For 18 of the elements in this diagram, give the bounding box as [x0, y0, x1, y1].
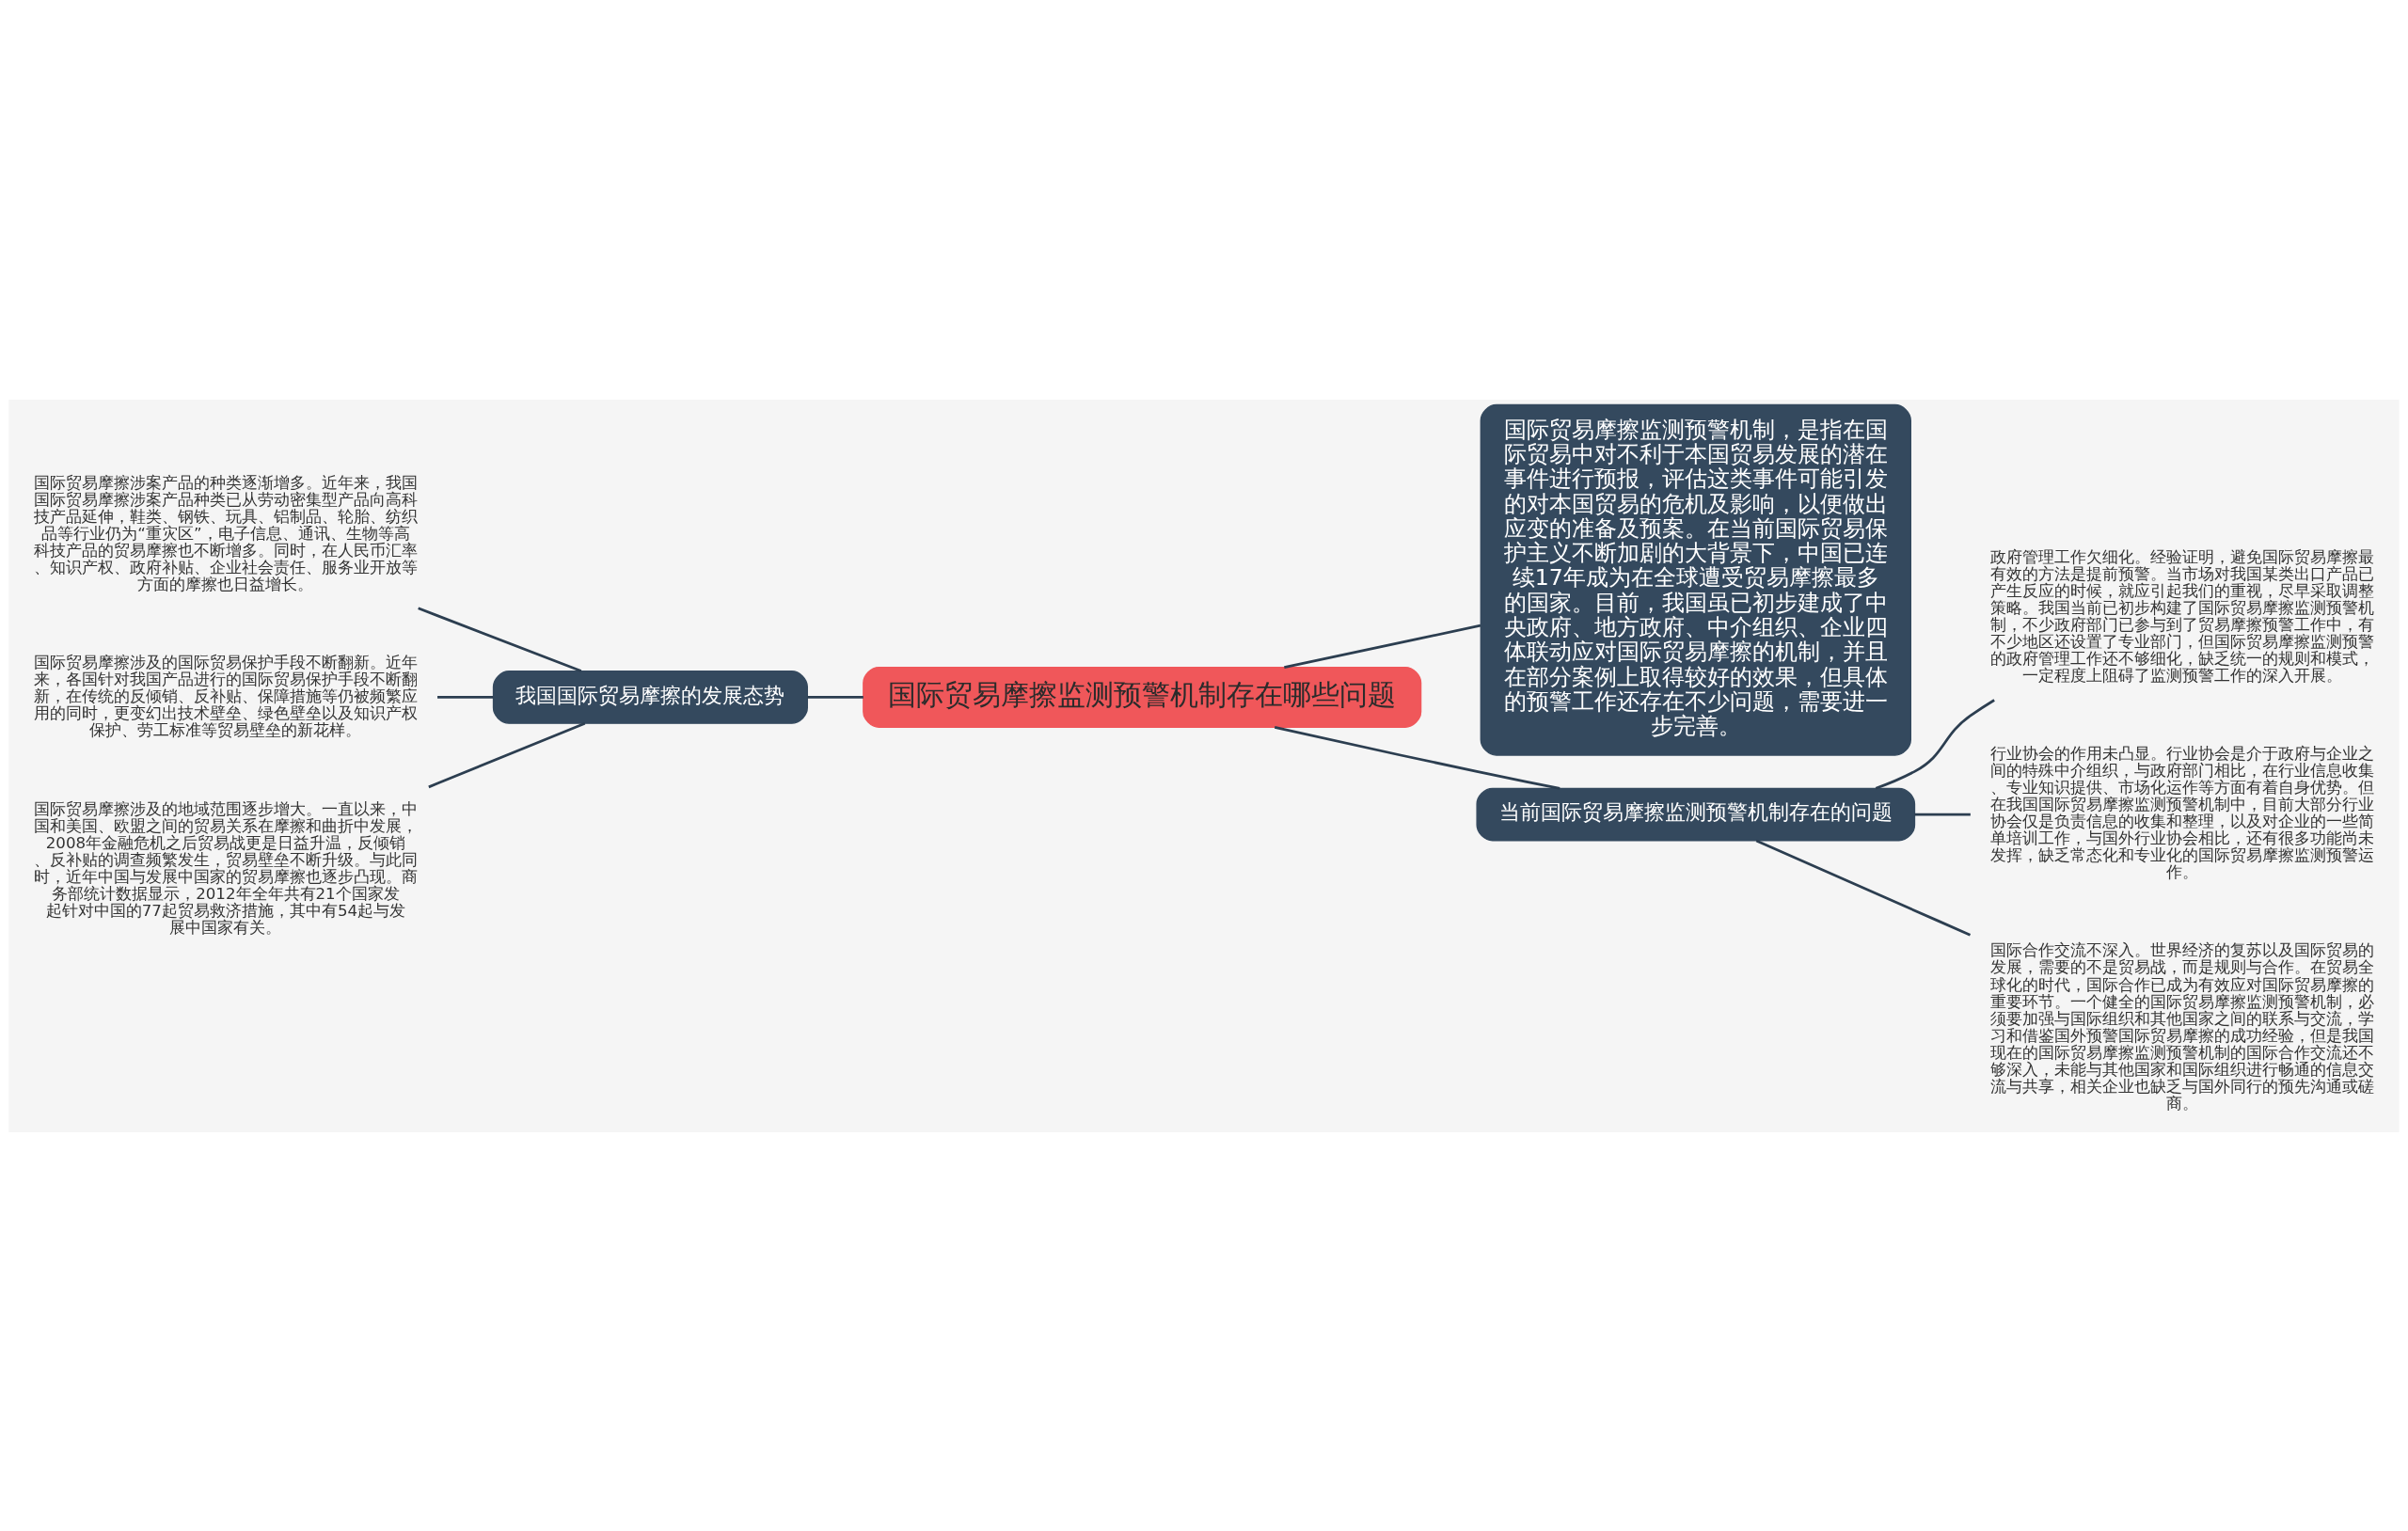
- connector: [1914, 813, 1971, 815]
- connector: [437, 695, 494, 699]
- node-text: 国际贸易摩擦涉案产品的种类逐渐增多。近年来，我国国际贸易摩擦涉案产品种类已从劳动密集型产品向高科技产品延伸，鞋类、钢铁、玩具、铝制品、轮胎、纺织品等行业仍为“重灾区”，电子信息、通讯、生物等高科技产品的贸易摩擦也不断增多。同时，在人民币汇率、知识产权、政府补贴、企业社会责任、服务业开放等方面的摩擦也日益增长。: [33, 473, 418, 593]
- connector: [428, 721, 586, 788]
- node-text: 国际贸易摩擦涉及的地域范围逐步增大。一直以来，中国和美国、欧盟之间的贸易关系在摩擦和曲折中发展，2008年金融危机之后贸易战更是日益升温，反倾销、反补贴的调查频繁发生，贸易壁垒不断升级。与此同时，近年中国与发展中国家的贸易摩擦也逐步凸现。商务部统计数据显示，2012年全年共有21个国家发起针对中国的77起贸易救济措施，其中有54起与发展中国家有关。: [33, 799, 418, 937]
- node-box: 国际贸易摩擦监测预警机制，是指在国际贸易中对不利于本国贸易发展的潜在事件进行预报，评估这类事件可能引发的对本国贸易的危机及影响，以便做出应变的准备及预案。在当前国际贸易保护主义不断加剧的大背景下，中国已连续17年成为在全球遭受贸易摩擦最多的国家。目前，我国虽已初步建成了中央政府、地方政府、中介组织、企业四体联动应对国际贸易摩擦的机制，并且在部分案例上取得较好的效果，但具体的预警工作还存在不少问题，需要进一步完善。: [1480, 403, 1911, 756]
- connector: [418, 607, 582, 672]
- node-box: 我国国际贸易摩擦的发展态势: [492, 670, 808, 724]
- node-text: 国际合作交流不深入。世界经济的复苏以及国际贸易的发展，需要的不是贸易战，而是规则与合作。在贸易全球化的时代，国际合作已成为有效应对国际贸易摩擦的重要环节。一个健全的国际贸易摩擦监测预警机制，必须要加强与国际组织和其他国家之间的联系与交流，学习和借鉴国外预警国际贸易摩擦的成功经验，但是我国现在的国际贸易摩擦监测预警机制的国际合作交流还不够深入，未能与其他国家和国际组织进行畅通的信息交流与共享，相关企业也缺乏与国外同行的预先沟通或磋商。: [1990, 940, 2375, 1113]
- connector: [807, 695, 863, 699]
- node-text: 行业协会的作用未凸显。行业协会是介于政府与企业之间的特殊中介组织，与政府部门相比，在行业信息收集、专业知识提供、市场化运作等方面有着自身优势。但在我国国际贸易摩擦监测预警机制中，目前大部分行业协会仅是负责信息的收集和整理，以及对企业的一些简单培训工作，与国外行业协会相比，还有很多功能尚未发挥，缺乏常态化和专业化的国际贸易摩擦监测预警运作。: [1990, 744, 2375, 881]
- connector: [1284, 623, 1481, 669]
- connector: [1875, 698, 1995, 789]
- node-box: 国际贸易摩擦监测预警机制存在哪些问题: [863, 666, 1422, 728]
- connector: [1755, 839, 1972, 937]
- node-text: 政府管理工作欠细化。经验证明，避免国际贸易摩擦最有效的方法是提前预警。当市场对我国某类出口产品已产生反应的时候，就应引起我们的重视，尽早采取调整策略。我国当前已初步构建了国际贸易摩擦监测预警机制，不少政府部门已参与到了贸易摩擦预警工作中，有不少地区还设置了专业部门，但国际贸易摩擦监测预警的政府管理工作还不够细化，缺乏统一的规则和模式，一定程度上阻碍了监测预警工作的深入开展。: [1990, 547, 2375, 685]
- node-text: 国际贸易摩擦涉及的国际贸易保护手段不断翻新。近年来，各国针对我国产品进行的国际贸易保护手段不断翻新，在传统的反倾销、反补贴、保障措施等仍被频繁应用的同时，更变幻出技术壁垒、绿色壁垒以及知识产权保护、劳工标准等贸易壁垒的新花样。: [33, 653, 418, 739]
- node-box: 当前国际贸易摩擦监测预警机制存在的问题: [1476, 787, 1916, 841]
